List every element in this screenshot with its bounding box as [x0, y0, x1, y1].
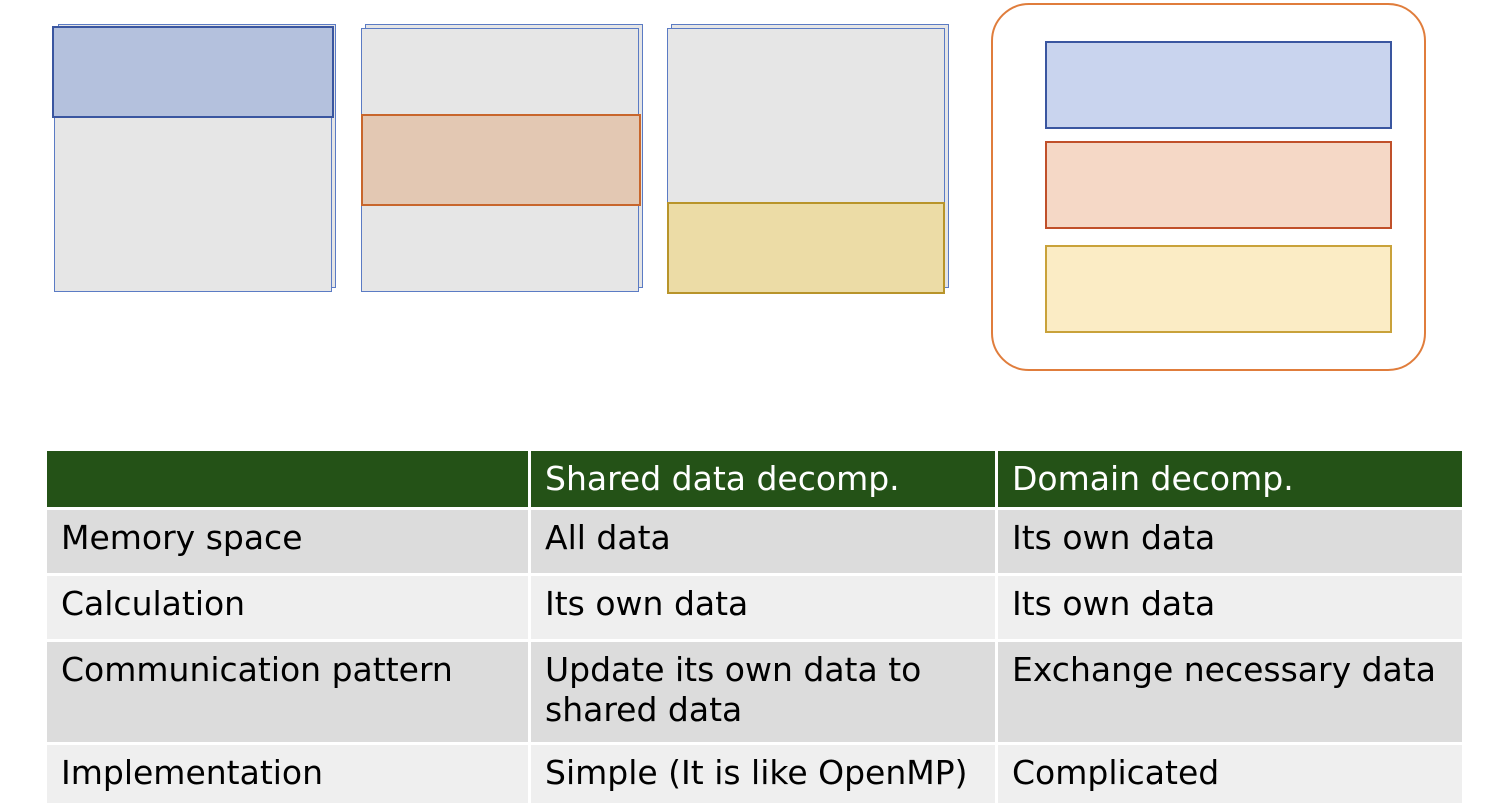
domain-block-blue [1045, 41, 1392, 129]
table-row: Implementation Simple (It is like OpenMP… [44, 742, 1465, 806]
shared-cell: Update its own data to shared data [528, 639, 998, 745]
orange-data-band [361, 114, 641, 206]
table-row: Calculation Its own data Its own data [44, 573, 1465, 642]
header-cell-empty [44, 448, 531, 510]
shared-cell: Simple (It is like OpenMP) [528, 742, 998, 806]
row-label: Implementation [44, 742, 531, 806]
table-row: Communication pattern Update its own dat… [44, 639, 1465, 745]
comparison-table: Shared data decomp. Domain decomp. Memor… [44, 448, 1465, 806]
shared-memory-block-1 [52, 24, 336, 292]
shared-memory-block-3 [667, 24, 949, 294]
header-shared-data-decomp: Shared data decomp. [528, 448, 998, 510]
domain-block-orange [1045, 141, 1392, 229]
table-row: Memory space All data Its own data [44, 507, 1465, 576]
shared-memory-block-2 [361, 24, 643, 292]
domain-block-yellow [1045, 245, 1392, 333]
yellow-data-band [667, 202, 945, 294]
domain-cell: Complicated [995, 742, 1465, 806]
domain-decomposition-container [991, 3, 1426, 371]
blue-data-band [52, 26, 334, 118]
shared-cell: Its own data [528, 573, 998, 642]
domain-cell: Exchange necessary data [995, 639, 1465, 745]
domain-cell: Its own data [995, 507, 1465, 576]
domain-cell: Its own data [995, 573, 1465, 642]
row-label: Communication pattern [44, 639, 531, 745]
header-domain-decomp: Domain decomp. [995, 448, 1465, 510]
row-label: Memory space [44, 507, 531, 576]
shared-cell: All data [528, 507, 998, 576]
row-label: Calculation [44, 573, 531, 642]
table-header-row: Shared data decomp. Domain decomp. [44, 448, 1465, 510]
